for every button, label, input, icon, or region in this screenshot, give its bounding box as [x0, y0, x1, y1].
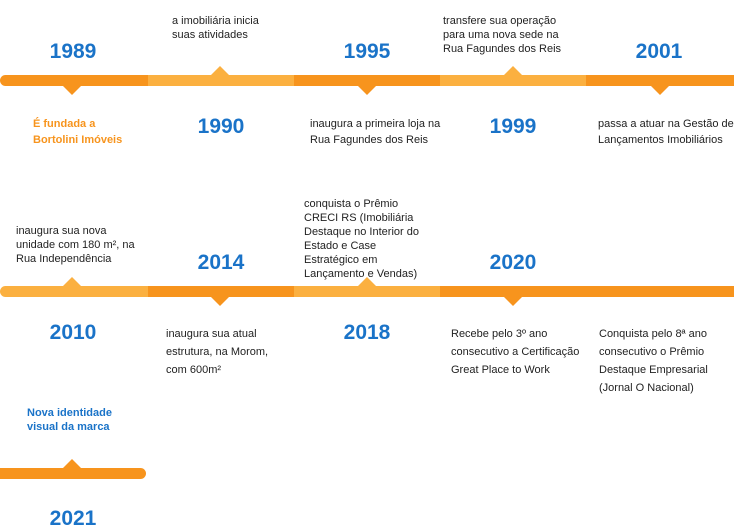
event-description-1990: a imobiliária inicia suas atividades [172, 15, 259, 41]
marker-up [63, 459, 81, 468]
marker-up [358, 277, 376, 286]
marker-down [651, 86, 669, 95]
marker-down [211, 297, 229, 306]
event-description-2014: inaugura sua atual estrutura, na Morom, … [166, 328, 269, 376]
year-label-2014: 2014 [197, 251, 245, 274]
event-description-2018: conquista o Prêmio CRECI RS (Imobiliária… [304, 198, 419, 280]
marker-up [211, 66, 229, 75]
year-label-2001: 2001 [635, 40, 683, 63]
year-label-2010: 2010 [49, 321, 97, 344]
timeline-bar-segment [440, 75, 586, 86]
timeline-bar-segment [0, 75, 148, 86]
timeline-bar-segment [294, 286, 440, 297]
timeline-bar-segment [148, 286, 294, 297]
timeline-bar-segment [294, 75, 440, 86]
marker-down [504, 297, 522, 306]
marker-up [63, 277, 81, 286]
timeline-bar-segment [148, 75, 294, 86]
year-label-2018: 2018 [343, 321, 391, 344]
event-description-2010: inaugura sua nova unidade com 180 m², na… [16, 225, 135, 265]
year-label-2020: 2020 [489, 251, 537, 274]
timeline-bar-segment [440, 286, 734, 297]
marker-down [358, 86, 376, 95]
timeline-bar-segment [0, 468, 146, 479]
event-description-2021: Nova identidade visual da marca [27, 407, 112, 433]
year-label-1995: 1995 [343, 40, 391, 63]
marker-down [63, 86, 81, 95]
timeline-bar-segment [0, 286, 148, 297]
event-description-1995: inaugura a primeira loja na Rua Fagundes… [310, 118, 441, 146]
marker-up [504, 66, 522, 75]
year-label-1999: 1999 [489, 115, 537, 138]
event-description-2020: Recebe pelo 3º ano consecutivo a Certifi… [451, 328, 580, 376]
event-description-2001: passa a atuar na Gestão de Lançamentos I… [598, 118, 734, 146]
year-label-1990: 1990 [197, 115, 245, 138]
timeline-bar-segment [586, 75, 734, 86]
event-description-1999: transfere sua operação para uma nova sed… [443, 15, 562, 55]
year-label-1989: 1989 [49, 40, 97, 63]
event-description-1989: É fundada a Bortolini Imóveis [33, 118, 123, 146]
event-description-award: Conquista pelo 8ª ano consecutivo o Prêm… [599, 328, 708, 394]
year-label-2021: 2021 [49, 507, 97, 530]
